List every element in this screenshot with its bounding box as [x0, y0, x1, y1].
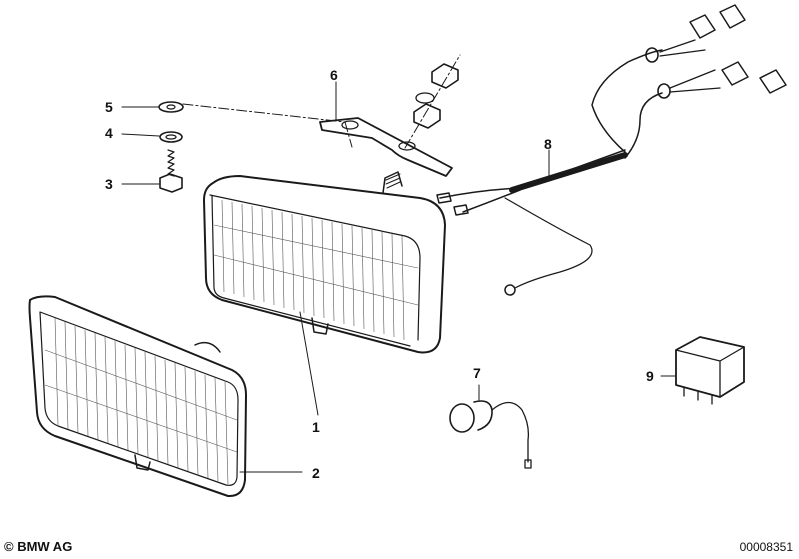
callout-3: 3 — [105, 176, 113, 192]
fog-lamp-bulb — [449, 384, 532, 469]
callout-8: 8 — [544, 136, 552, 152]
callout-6: 6 — [330, 67, 338, 83]
relay — [660, 336, 745, 405]
document-number: 00008351 — [739, 540, 793, 554]
wiring-harness — [436, 4, 787, 296]
callout-5: 5 — [105, 99, 113, 115]
fastener-stack — [121, 101, 346, 193]
fog-lamp-housing — [203, 171, 446, 416]
mounting-bracket — [319, 54, 461, 177]
fog-lamp-front — [28, 295, 303, 498]
callout-2: 2 — [312, 465, 320, 481]
callout-7: 7 — [473, 365, 481, 381]
callout-1: 1 — [312, 419, 320, 435]
copyright-label: © BMW AG — [4, 539, 73, 554]
callout-9: 9 — [646, 368, 654, 384]
callout-4: 4 — [105, 125, 113, 141]
